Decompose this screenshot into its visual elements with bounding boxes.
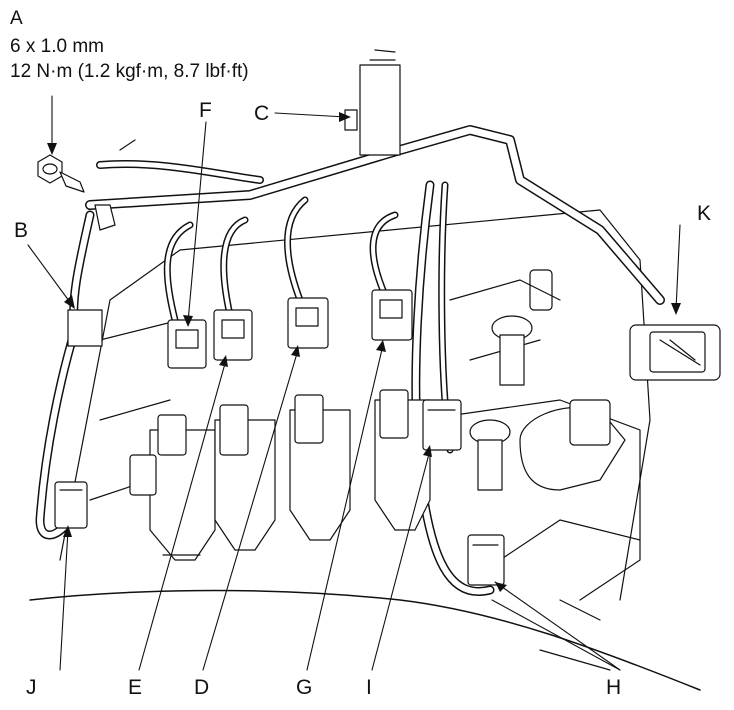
connector-e	[213, 309, 253, 361]
callout-b: B	[14, 219, 29, 242]
leader-arrowheads	[47, 112, 681, 592]
callout-d: D	[194, 676, 210, 699]
callout-e: E	[128, 676, 143, 699]
connector-j	[54, 481, 88, 529]
sensor-upper	[491, 315, 533, 386]
leader-lines	[27, 95, 681, 671]
callout-i: I	[366, 676, 372, 699]
sensor-lower	[469, 419, 511, 491]
throttle-sensor	[129, 399, 626, 496]
callout-g: G	[296, 676, 313, 699]
bolt-size: 6 x 1.0 mm	[10, 36, 104, 57]
engine-block	[29, 209, 701, 691]
harness-right-loop	[411, 180, 495, 596]
callout-f: F	[199, 99, 212, 122]
spec-letter-a: A	[10, 8, 23, 29]
sensors	[129, 315, 721, 496]
harness-branch-c	[344, 49, 401, 156]
injector-connectors	[157, 289, 413, 456]
callout-h: H	[606, 676, 622, 699]
callout-k: K	[697, 202, 712, 225]
harness-top	[85, 125, 665, 305]
sensor-connectors	[54, 399, 505, 586]
connector-k	[629, 324, 721, 381]
bolt-a	[37, 154, 85, 193]
callout-c: C	[254, 102, 270, 125]
connector-d	[287, 297, 329, 349]
injector-wires	[163, 196, 399, 324]
connector-h	[467, 534, 505, 586]
connector-g	[371, 289, 413, 341]
connector-f	[167, 319, 207, 369]
callout-j: J	[26, 676, 37, 699]
torque-spec: 12 N·m (1.2 kgf·m, 8.7 lbf·ft)	[10, 61, 249, 82]
harness-left-loop	[35, 204, 116, 540]
connector-i	[422, 399, 462, 451]
